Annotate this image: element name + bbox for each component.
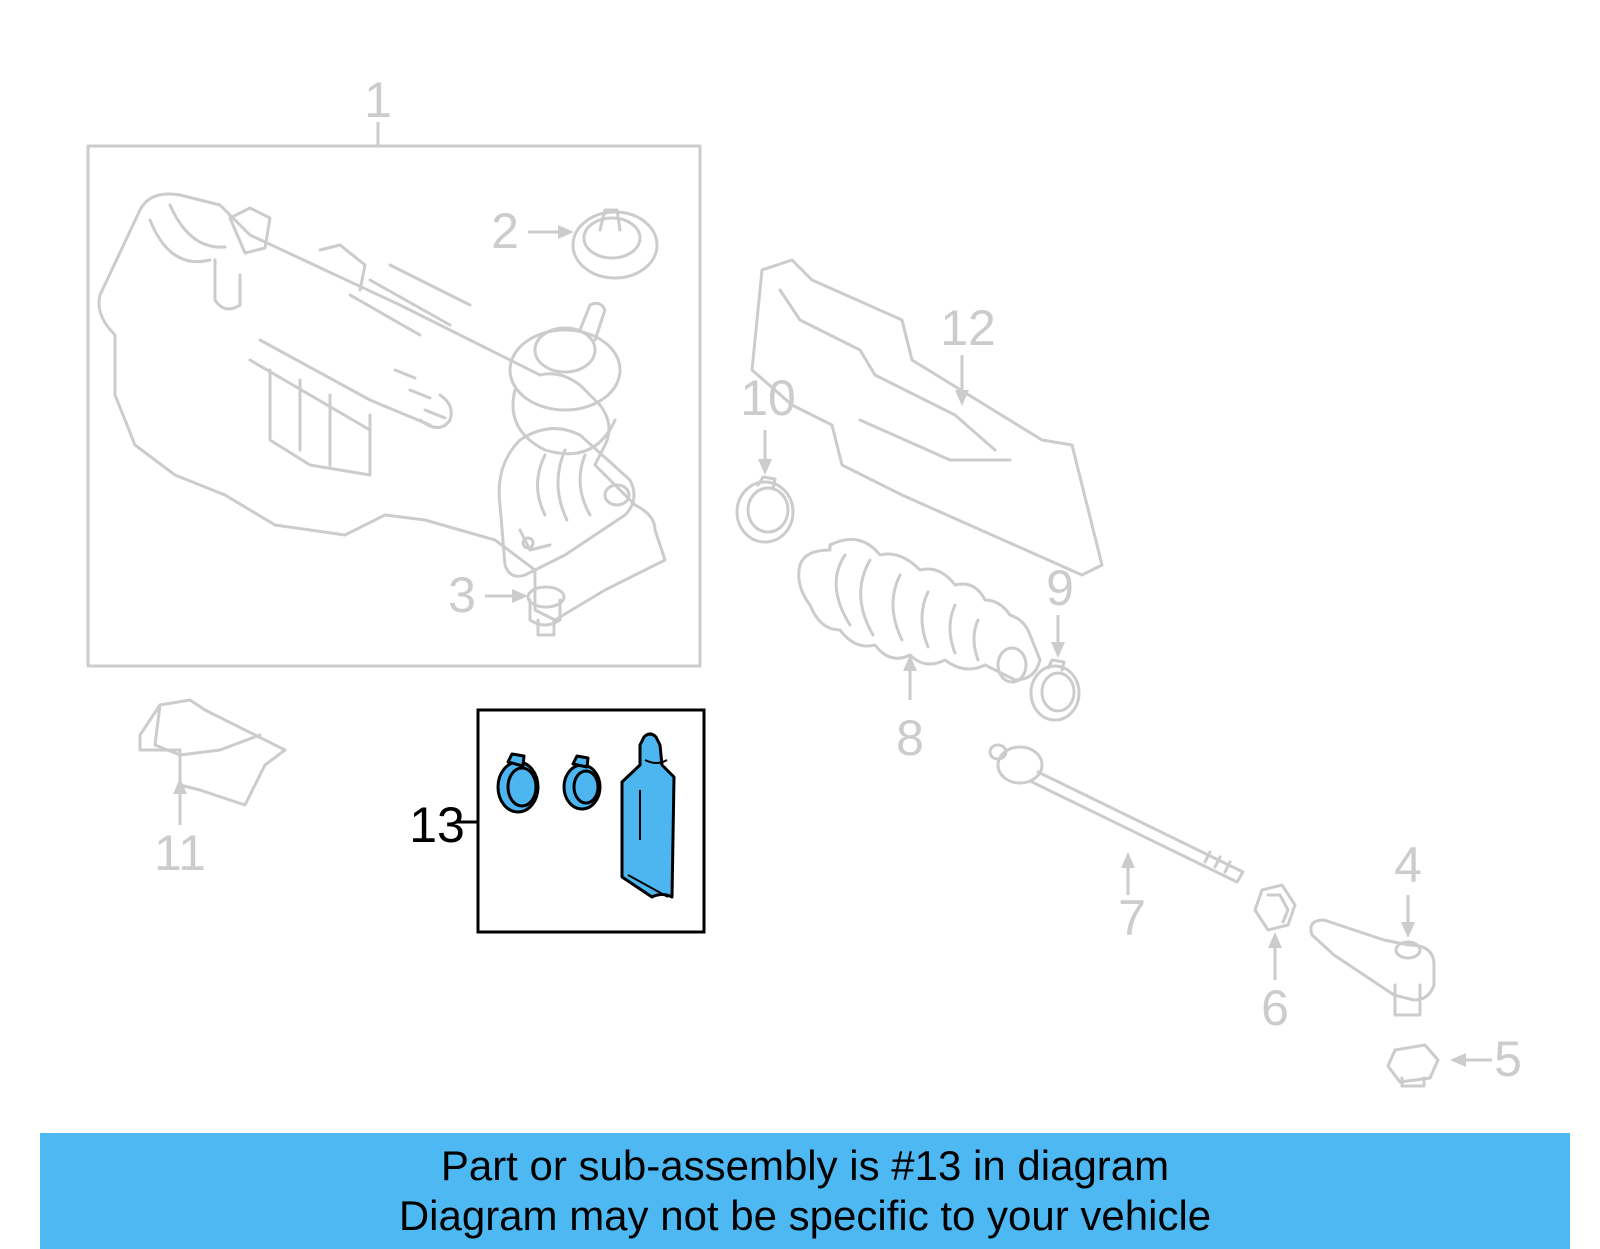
kit-grease-tube (620, 732, 676, 899)
callout-9: 9 (1046, 560, 1074, 616)
part-9-clamp (1029, 615, 1081, 722)
callout-4: 4 (1394, 837, 1422, 893)
part-3-bolt (485, 585, 566, 637)
part-11-heat-shield (138, 698, 287, 825)
info-banner: Part or sub-assembly is #13 in diagram D… (40, 1133, 1570, 1249)
banner-line-2: Diagram may not be specific to your vehi… (398, 1192, 1212, 1239)
part-2-mount-bushing (528, 208, 659, 280)
part-13-boot-kit (456, 708, 706, 934)
part-5-nut (1386, 1043, 1492, 1088)
callout-8: 8 (896, 710, 924, 766)
callout-1: 1 (364, 72, 392, 128)
part-4-outer-tie-rod-end (1309, 895, 1436, 1017)
callout-12: 12 (940, 300, 996, 356)
kit-clamp-small (562, 754, 602, 811)
callout-10: 10 (740, 370, 796, 426)
part-8-boot (797, 537, 1042, 700)
callout-2: 2 (491, 203, 519, 259)
callout-5: 5 (1494, 1031, 1522, 1087)
part-12-shield (750, 258, 1104, 577)
banner-line-1: Part or sub-assembly is #13 in diagram (440, 1142, 1170, 1189)
callout-13: 13 (409, 797, 465, 853)
callout-6: 6 (1261, 980, 1289, 1036)
kit-clamp-large (496, 752, 540, 814)
part-6-jam-nut (1253, 883, 1297, 980)
callout-11: 11 (154, 825, 206, 881)
callout-7: 7 (1118, 890, 1146, 946)
part-1-steering-gear (86, 122, 702, 668)
part-7-inner-tie-rod (988, 743, 1245, 895)
part-10-clamp (735, 430, 795, 544)
assembly-box-1 (86, 144, 702, 668)
callout-3: 3 (448, 567, 476, 623)
